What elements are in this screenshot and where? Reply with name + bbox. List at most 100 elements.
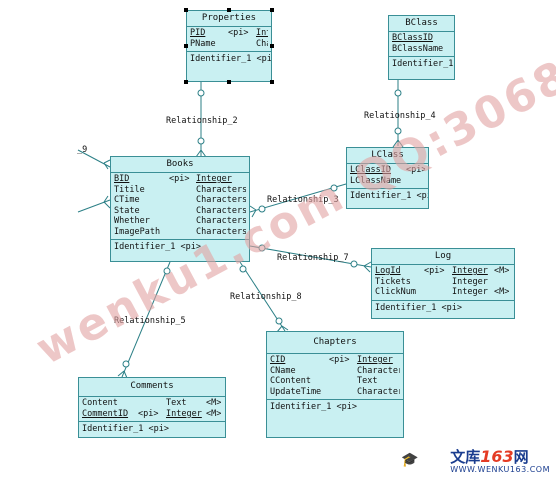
attribute-name: State [114,205,140,216]
attribute-type: Integer [452,266,488,276]
attribute-name: BID [114,174,130,184]
identifier: Identifier_1 [392,59,454,69]
attribute-list: LClassID <pi> LClassName [347,164,428,189]
attribute-list: BClassID BClassName [389,32,454,57]
attribute-row: ImagePath Characters [114,227,246,238]
attribute-mandatory: <M> [494,266,510,276]
relationship-5-label[interactable]: Relationship_5 [114,316,186,326]
attribute-row: LogId <pi> Integer <M> [375,266,511,277]
selection-handle[interactable] [227,80,231,84]
attribute-name: CTime [114,195,140,205]
attribute-list: PID <pi> Integer PName Characters [187,27,271,52]
entity-log[interactable]: Log LogId <pi> Integer <M> Tickets Integ… [371,248,515,319]
attribute-key: <pi> [406,165,425,175]
entity-books[interactable]: Books BID <pi> Integer Titile Characters… [110,156,250,262]
attribute-row: ClickNum Integer <M> [375,287,511,298]
attribute-row: BClassName [392,44,451,55]
relationship-7-label[interactable]: Relationship_7 [277,253,349,263]
attribute-row: Whether Characters [114,216,246,227]
attribute-row: BClassID [392,33,451,44]
attribute-row: LClassID <pi> [350,165,425,176]
logo-text-1: 文库 [450,448,481,466]
attribute-type: Integer [166,408,202,419]
attribute-row: CTime Characters [114,195,246,206]
identifier: Identifier_1 <pi> [375,302,462,313]
identifier: Identifier_1 <pi> [270,402,357,412]
attribute-row: Titile Characters [114,185,246,196]
attribute-row: PID <pi> Integer [190,28,268,39]
identifier: Identifier_1 <pi> [82,424,169,434]
attribute-name: Content [82,398,118,408]
attribute-name: PName [190,38,216,49]
attribute-type: Integer [452,276,488,287]
attribute-name: Titile [114,184,145,195]
attribute-name: CContent [270,376,311,386]
relationship-8-label[interactable]: Relationship_8 [230,292,302,302]
attribute-type: Text [357,376,378,386]
attribute-type: Text [166,398,187,408]
entity-title: Properties [187,11,271,27]
selection-handle[interactable] [270,8,274,12]
relationship-4-label[interactable]: Relationship_4 [364,111,436,121]
attribute-list: CID <pi> Integer CName Characters CConte… [267,354,403,400]
relationship-9-label[interactable]: _9 [77,145,88,155]
entity-lclass[interactable]: LClass LClassID <pi> LClassName Identifi… [346,147,429,209]
attribute-name: BClassName [392,43,444,54]
attribute-name: CName [270,365,296,376]
attribute-name: BClassID [392,33,433,43]
attribute-row: CommentID <pi> Integer <M> [82,409,222,420]
logo-text-3: 网 [513,448,529,466]
attribute-name: Tickets [375,276,411,287]
attribute-type: Characters [357,386,400,397]
attribute-list: BID <pi> Integer Titile Characters CTime… [111,173,249,240]
attribute-type: Integer [357,355,393,365]
relationship-2-label[interactable]: Relationship_2 [166,116,238,126]
attribute-name: ClickNum [375,287,416,297]
entity-comments[interactable]: Comments Content Text <M> CommentID <pi>… [78,377,226,438]
logo-text-2: 163 [480,447,514,466]
attribute-type: Characters [256,38,268,49]
attribute-mandatory: <M> [494,287,510,297]
selection-handle[interactable] [270,44,274,48]
attribute-type: Characters [196,184,246,195]
entity-chapters[interactable]: Chapters CID <pi> Integer CName Characte… [266,331,404,438]
entity-title: Log [372,249,514,265]
attribute-list: Content Text <M> CommentID <pi> Integer … [79,397,225,422]
selection-handle[interactable] [184,80,188,84]
logo-url: WWW.WENKU163.COM [450,465,550,474]
site-logo: 文库163网 WWW.WENKU163.COM [450,446,550,474]
relationship-3-label[interactable]: Relationship_3 [267,195,339,205]
attribute-name: CID [270,355,286,365]
entity-title: BClass [389,16,454,32]
attribute-row: CName Characters [270,366,400,377]
attribute-name: LClassID [350,165,391,175]
attribute-key: <pi> [424,266,445,276]
attribute-key: <pi> [228,28,249,38]
attribute-row: Content Text <M> [82,398,222,409]
selection-handle[interactable] [184,44,188,48]
attribute-row: CID <pi> Integer [270,355,400,366]
identifier: Identifier_1 <pi> [350,191,428,201]
selection-handle[interactable] [270,80,274,84]
entity-properties[interactable]: Properties PID <pi> Integer PName Charac… [186,10,272,82]
graduation-cap-icon: 🎓 [401,452,419,468]
selection-handle[interactable] [227,8,231,12]
selection-handle[interactable] [184,8,188,12]
attribute-row: PName Characters [190,39,268,50]
attribute-row: BID <pi> Integer [114,174,246,185]
attribute-key: <pi> [138,408,159,419]
entity-title: Chapters [267,332,403,354]
attribute-type: Characters [357,365,400,376]
entity-title: LClass [347,148,428,164]
attribute-list: LogId <pi> Integer <M> Tickets Integer C… [372,265,514,301]
attribute-key: <pi> [169,174,190,184]
attribute-type: Characters [196,226,246,237]
attribute-row: State Characters [114,206,246,217]
attribute-row: LClassName [350,176,425,187]
entity-bclass[interactable]: BClass BClassID BClassName Identifier_1 [388,15,455,80]
attribute-mandatory: <M> [206,408,222,419]
entity-title: Comments [79,378,225,397]
attribute-name: ImagePath [114,226,161,237]
attribute-type: Characters [196,195,246,205]
